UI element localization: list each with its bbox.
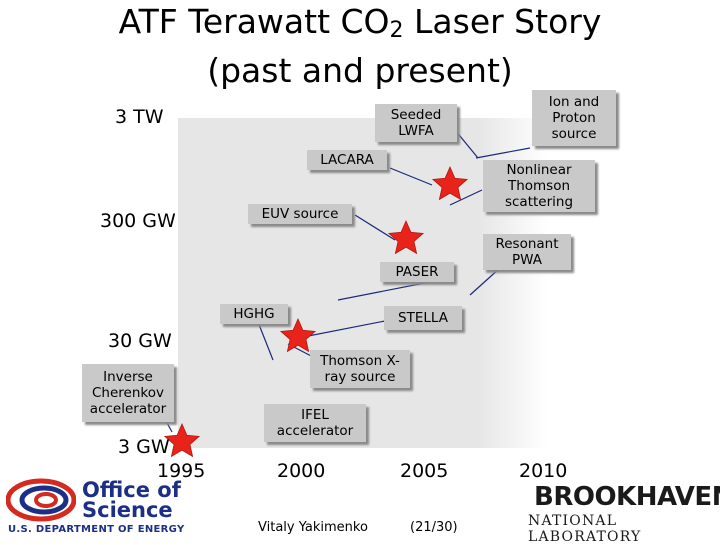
title-line-1: ATF Terawatt CO2 Laser Story <box>118 2 602 43</box>
callout-inverse-cherenkov: Inverse Cherenkov accelerator <box>82 364 174 422</box>
pointer-stella <box>297 319 391 339</box>
doe-logo: Office of Science U.S. DEPARTMENT OF ENE… <box>6 476 186 538</box>
pointer-seeded-lwfa <box>454 129 479 159</box>
callout-thomson-xray: Thomson X-ray source <box>310 350 410 388</box>
author-name: Vitaly Yakimenko <box>258 520 368 535</box>
y-label-3tw: 3 TW <box>115 106 164 128</box>
x-label-2005: 2005 <box>400 460 449 482</box>
doe-line-1: Office of <box>82 478 181 502</box>
callout-lacara: LACARA <box>307 150 387 170</box>
pointer-hghg <box>257 321 274 361</box>
y-label-30gw: 30 GW <box>108 330 172 352</box>
x-label-1995: 1995 <box>157 460 206 482</box>
pointer-euv <box>354 214 396 241</box>
pointer-nonlinear <box>449 189 483 206</box>
doe-subtitle: U.S. DEPARTMENT OF ENERGY <box>8 524 185 535</box>
y-label-3gw: 3 GW <box>118 436 170 458</box>
callout-stella: STELLA <box>384 306 462 330</box>
callout-ifel: IFEL accelerator <box>264 404 366 442</box>
pointer-paser <box>337 279 441 301</box>
star-icon <box>431 165 469 201</box>
callout-hghg: HGHG <box>220 304 288 324</box>
callout-seeded-lwfa: Seeded LWFA <box>375 104 457 142</box>
doe-line-2: Science <box>82 498 173 522</box>
doe-swirl-icon <box>6 478 76 522</box>
bnl-wordmark: BROOKHAVEN <box>534 482 720 512</box>
star-icon <box>163 422 201 458</box>
pointer-resonant <box>469 267 501 296</box>
bnl-logo: BROOKHAVEN NATIONAL LABORATORY <box>528 482 720 545</box>
slide-title: ATF Terawatt CO2 Laser Story (past and p… <box>0 2 720 91</box>
x-label-2000: 2000 <box>277 460 326 482</box>
x-label-2010: 2010 <box>519 460 568 482</box>
callout-ion-proton: Ion and Proton source <box>532 90 616 146</box>
star-icon <box>279 317 317 353</box>
title-line-2: (past and present) <box>207 51 513 90</box>
pointer-lacara <box>389 167 433 186</box>
callout-euv-source: EUV source <box>248 204 352 224</box>
star-icon <box>387 219 425 255</box>
callout-paser: PASER <box>380 262 454 282</box>
bnl-subtitle: NATIONAL LABORATORY <box>528 513 642 545</box>
pointer-ion-proton <box>475 147 531 159</box>
callout-resonant-pwa: Resonant PWA <box>483 234 571 270</box>
y-label-300gw: 300 GW <box>100 210 176 232</box>
timeline-plot-area <box>178 118 478 448</box>
callout-nonlinear-thomson: Nonlinear Thomson scattering <box>483 160 595 212</box>
page-number: (21/30) <box>410 520 458 535</box>
